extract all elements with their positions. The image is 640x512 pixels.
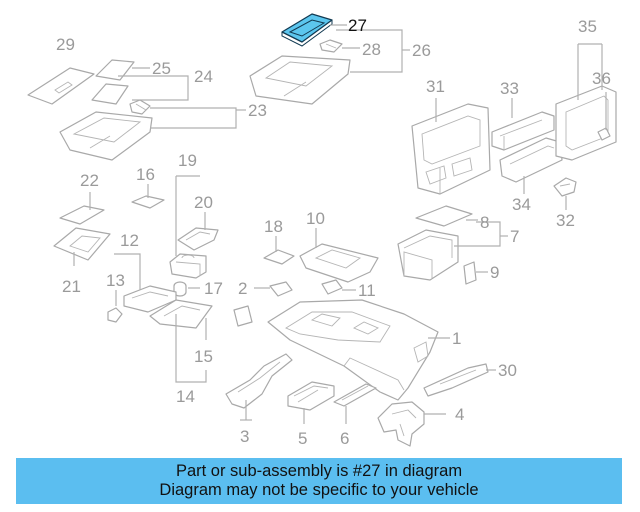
leader-lines-7-9 — [454, 219, 508, 273]
leader-lines-26-28 — [330, 24, 410, 73]
callout-16: 16 — [136, 165, 155, 184]
info-banner: Part or sub-assembly is #27 in diagram D… — [16, 458, 622, 504]
callout-1: 1 — [452, 329, 461, 348]
callout-30: 30 — [498, 361, 517, 380]
part-11-switch — [321, 279, 343, 295]
callout-25: 25 — [152, 59, 171, 78]
callout-29: 29 — [56, 35, 75, 54]
callout-28: 28 — [362, 40, 381, 59]
part-36-button — [597, 127, 611, 141]
callout-6: 6 — [340, 429, 349, 448]
callout-32: 32 — [556, 211, 575, 230]
part-1-console — [267, 299, 439, 401]
banner-line-2: Diagram may not be specific to your vehi… — [159, 481, 479, 499]
leader-lines-35-36 — [577, 43, 607, 130]
part-15-trim — [149, 299, 213, 329]
callout-22: 22 — [80, 171, 99, 190]
callout-24: 24 — [194, 67, 213, 86]
part-30-strip — [423, 363, 489, 397]
leader-lines-23-25 — [118, 67, 246, 129]
part-33-trim — [491, 111, 555, 151]
callout-14: 14 — [176, 387, 195, 406]
leader-lines-3 — [240, 400, 252, 421]
leader-lines-2-11 — [254, 287, 356, 291]
callout-33: 33 — [500, 79, 519, 98]
part-31-bezel — [411, 103, 491, 195]
callout-23: 23 — [248, 101, 267, 120]
part-9-clip — [463, 261, 477, 285]
part-25-upper — [95, 59, 135, 81]
part-25-lower — [91, 83, 129, 105]
callout-34: 34 — [512, 195, 531, 214]
callout-19: 19 — [178, 151, 197, 170]
part-34-panel — [499, 137, 563, 183]
callout-8: 8 — [480, 213, 489, 232]
callout-35: 35 — [578, 17, 597, 36]
callout-9: 9 — [490, 263, 499, 282]
part-19-cupholder — [169, 253, 207, 279]
part-13-clip — [107, 307, 123, 323]
callout-12: 12 — [120, 231, 139, 250]
part-28-clip — [319, 39, 343, 53]
part-7-bin — [397, 229, 459, 281]
callout-5: 5 — [298, 429, 307, 448]
callout-3: 3 — [240, 427, 249, 446]
part-29-mat — [27, 67, 95, 105]
part-20-holder — [177, 227, 219, 251]
part-22-pad — [59, 205, 105, 225]
part-5-box — [287, 381, 335, 411]
leader-lines-12-15 — [114, 253, 207, 383]
part-32-clip — [553, 177, 577, 197]
leader-lines-17-20 — [175, 175, 206, 289]
part-21-plate — [53, 227, 111, 261]
part-2-plate — [233, 305, 253, 327]
callout-13: 13 — [106, 271, 125, 290]
part-10-bezel — [299, 243, 379, 283]
callout-31: 31 — [426, 77, 445, 96]
part-3-bracket — [225, 353, 293, 409]
part-27-highlighted — [281, 13, 333, 47]
callout-10: 10 — [306, 209, 325, 228]
callout-2: 2 — [238, 279, 247, 298]
part-4-bracket — [377, 401, 425, 447]
callout-15: 15 — [194, 347, 213, 366]
banner-line-1: Part or sub-assembly is #27 in diagram — [175, 462, 463, 480]
callout-17: 17 — [204, 279, 223, 298]
leader-lines-21-22 — [73, 192, 91, 266]
callout-26: 26 — [412, 41, 431, 60]
part-23-bracket — [129, 99, 151, 115]
part-24-tray — [59, 111, 153, 161]
callout-21: 21 — [62, 277, 81, 296]
part-2-switch — [269, 281, 293, 297]
callout-20: 20 — [194, 193, 213, 212]
callout-4: 4 — [455, 405, 464, 424]
part-18-cover — [263, 249, 295, 265]
part-35-bezel — [555, 85, 617, 161]
part-8-pad — [415, 205, 473, 227]
callout-7: 7 — [510, 227, 519, 246]
callout-27: 27 — [348, 16, 367, 35]
part-26-tray — [249, 55, 351, 105]
part-6-rail — [333, 383, 377, 407]
leader-lines-10-18 — [275, 228, 317, 252]
callout-36: 36 — [592, 69, 611, 88]
callout-18: 18 — [264, 217, 283, 236]
part-16-pad — [131, 195, 165, 209]
callout-11: 11 — [358, 281, 376, 300]
